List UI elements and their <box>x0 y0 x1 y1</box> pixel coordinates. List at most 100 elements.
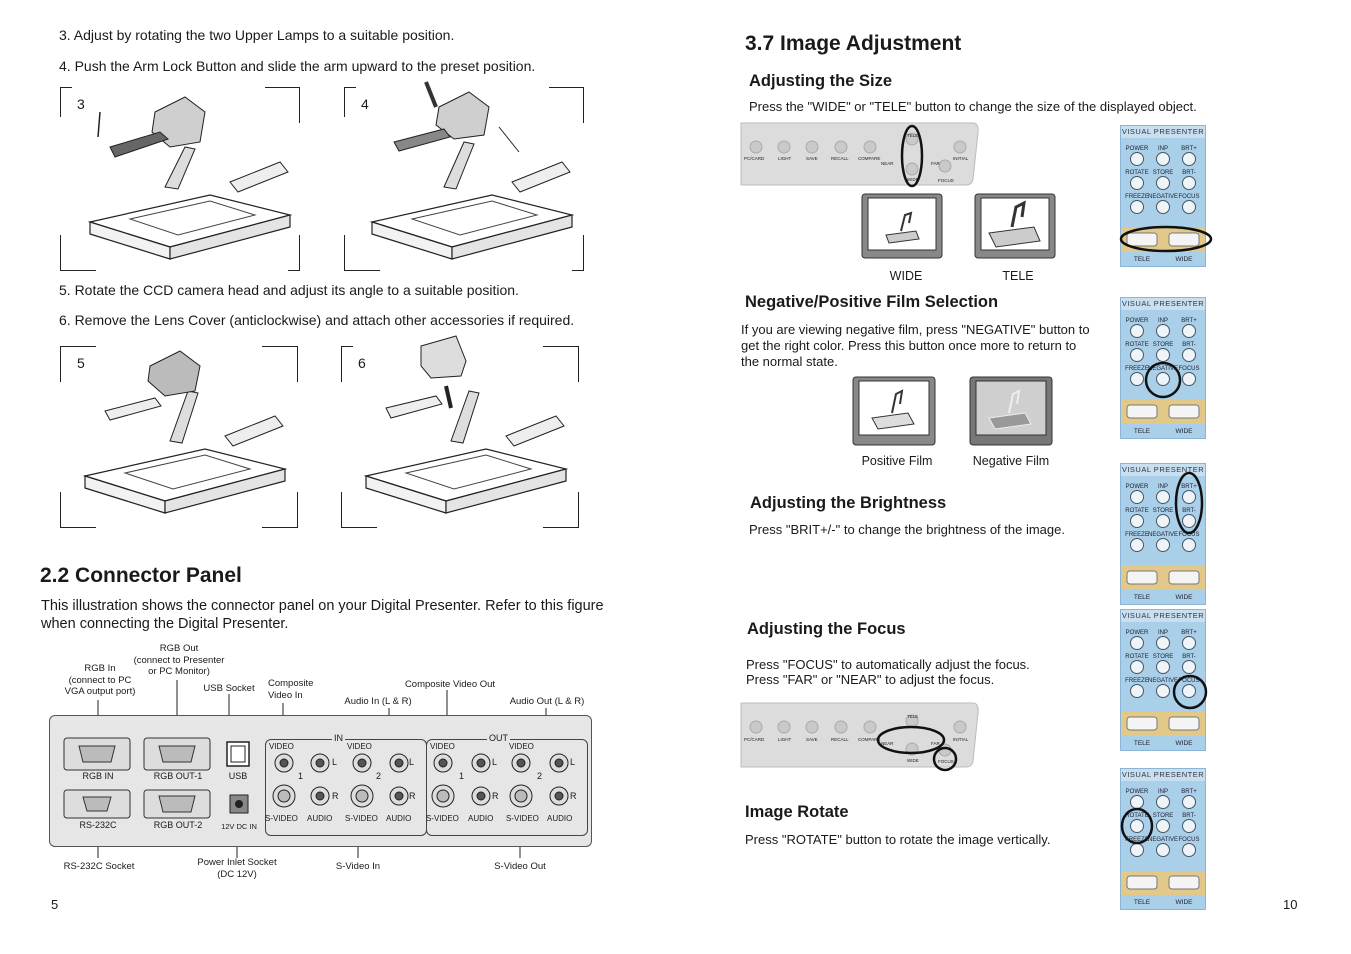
remote-label-freeze: FREEZE <box>1125 837 1149 843</box>
tv-positive-film-icon <box>852 376 936 446</box>
callout-rgb-out: RGB Out (connect to Presenter or PC Moni… <box>133 643 225 677</box>
callout-audio-out: Audio Out (L & R) <box>509 696 585 707</box>
remote-button-power <box>1130 795 1144 809</box>
remote-button-wide <box>1168 404 1200 419</box>
remote-button-negative <box>1156 843 1170 857</box>
remote-label-store: STORE <box>1153 813 1174 819</box>
remote-label-power: POWER <box>1126 146 1149 152</box>
remote-label-focus: FOCUS <box>1179 837 1200 843</box>
remote-title: VISUAL PRESENTER <box>1121 769 1205 781</box>
remote-button-wide <box>1168 875 1200 890</box>
connector-panel-intro: This illustration shows the connector pa… <box>41 598 604 632</box>
out-audio1-label: AUDIO <box>468 814 494 823</box>
out-r2-label: R <box>570 791 577 801</box>
remote-label-store: STORE <box>1153 508 1174 514</box>
strip1-near: NEAR <box>881 161 894 166</box>
strip1-save: SAVE <box>806 156 818 161</box>
remote-button-rotate <box>1130 819 1144 833</box>
in-audio2-label: AUDIO <box>386 814 412 823</box>
remote-button-inp <box>1156 636 1170 650</box>
remote-button-tele <box>1126 716 1158 731</box>
remote-button-inp <box>1156 490 1170 504</box>
strip2-focus: FOCUS <box>938 759 954 764</box>
figure-4: 4 <box>344 81 584 271</box>
remote-button-brt <box>1182 324 1196 338</box>
remote-button-wide <box>1168 570 1200 585</box>
remote-label-negative: NEGATIVE <box>1148 678 1178 684</box>
remote-label-tele: TELE <box>1134 428 1151 435</box>
callout-audio-in: Audio In (L & R) <box>344 696 412 707</box>
strip1-wide: WIDE <box>907 177 919 182</box>
negative-film-caption: Negative Film <box>972 454 1050 468</box>
remote-button-rotate <box>1130 660 1144 674</box>
remote-title: VISUAL PRESENTER <box>1121 464 1205 476</box>
rs232c-port-icon <box>63 789 131 819</box>
highlight-ring <box>1174 471 1204 535</box>
image-adjustment-title: 3.7 Image Adjustment <box>745 32 962 55</box>
remote-button-tele <box>1126 570 1158 585</box>
remote-button-brt <box>1182 152 1196 166</box>
in-1-label: 1 <box>298 771 304 781</box>
remote-button-power <box>1130 490 1144 504</box>
brightness-title: Adjusting the Brightness <box>750 494 947 512</box>
size-text: Press the "WIDE" or "TELE" button to cha… <box>749 99 1197 114</box>
remote-button-focus <box>1182 684 1196 698</box>
remote-button-store <box>1156 176 1170 190</box>
rotate-text: Press "ROTATE" button to rotate the imag… <box>745 832 1051 847</box>
remote-button-tele <box>1126 875 1158 890</box>
remote-label-freeze: FREEZE <box>1125 532 1149 538</box>
remote-button-tele <box>1126 232 1158 247</box>
tele-caption: TELE <box>1002 269 1034 283</box>
remote-label-tele: TELE <box>1134 256 1151 263</box>
callout-usb-socket: USB Socket <box>203 683 255 694</box>
remote-label-inp: INP <box>1158 630 1168 636</box>
strip2-recall: RECALL <box>831 737 849 742</box>
callout-rgb-in: RGB In (connect to PC VGA output port) <box>64 663 136 697</box>
figure-4-label: 4 <box>361 96 369 112</box>
in-l2-label: L <box>409 757 415 767</box>
remote-label-inp: INP <box>1158 789 1168 795</box>
strip2-pccard: PC/CARD <box>744 737 765 742</box>
remote-label-brt: BRT+ <box>1181 630 1197 636</box>
tv-negative-film-icon <box>969 376 1053 446</box>
remote-title: VISUAL PRESENTER <box>1121 610 1205 622</box>
strip1-initial: INITIAL <box>953 156 969 161</box>
remote-button-negative <box>1156 538 1170 552</box>
control-strip-focus-graphic <box>740 702 979 772</box>
remote-label-store: STORE <box>1153 654 1174 660</box>
remote-button-store <box>1156 819 1170 833</box>
control-strip-size: PC/CARD LIGHT SAVE RECALL COMPARE NEAR T… <box>740 122 979 188</box>
remote-button-wide <box>1168 232 1200 247</box>
dc-power-port-icon <box>229 794 249 814</box>
focus-line2: Press "FAR" or "NEAR" to adjust the focu… <box>746 672 995 687</box>
rs232c-label: RS-232C <box>79 820 117 830</box>
remote-button-negative <box>1156 372 1170 386</box>
out-l1-label: L <box>492 757 498 767</box>
strip1-pccard: PC/CARD <box>744 156 765 161</box>
usb-label: USB <box>228 771 248 781</box>
strip2-compare: COMPARE <box>858 737 881 742</box>
remote-label-focus: FOCUS <box>1179 678 1200 684</box>
out-1-label: 1 <box>459 771 465 781</box>
callout-svideo-in: S-Video In <box>335 861 381 872</box>
step3-text: 3. Adjust by rotating the two Upper Lamp… <box>59 27 455 43</box>
connector-panel-title: 2.2 Connector Panel <box>40 564 242 587</box>
strip1-compare: COMPARE <box>858 156 881 161</box>
step4-text: 4. Push the Arm Lock Button and slide th… <box>59 58 536 74</box>
highlight-ring <box>1120 807 1154 845</box>
rgb-in-port-icon <box>63 737 131 771</box>
out-2-label: 2 <box>537 771 543 781</box>
out-label: OUT <box>487 733 510 743</box>
highlight-ring <box>1172 674 1208 710</box>
remote-button-inp <box>1156 152 1170 166</box>
figure-6-label: 6 <box>358 355 366 371</box>
remote-label-brt: BRT- <box>1182 654 1196 660</box>
callout-power-inlet: Power Inlet Socket (DC 12V) <box>197 857 277 880</box>
remote-button-brt <box>1182 348 1196 362</box>
callout-rs232c-socket: RS-232C Socket <box>63 861 135 872</box>
